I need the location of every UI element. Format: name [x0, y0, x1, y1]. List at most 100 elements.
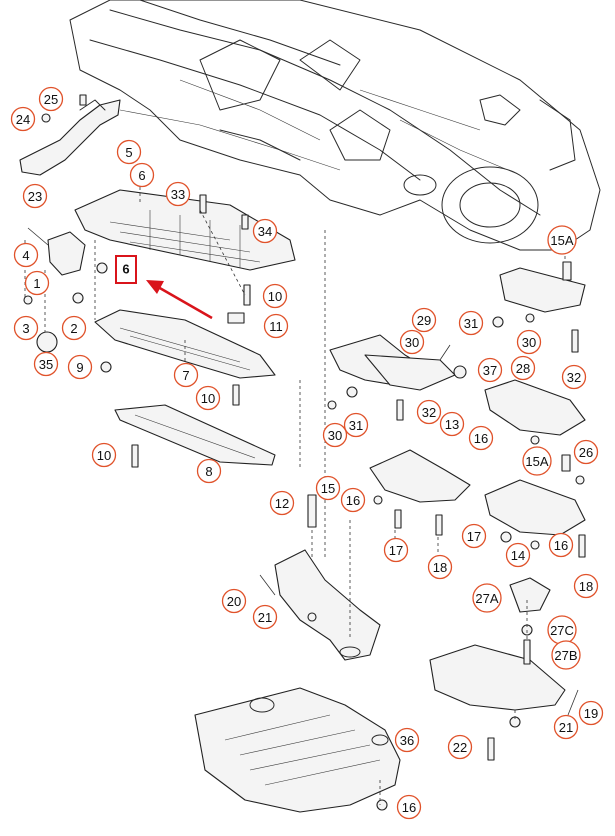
highlight-box: [115, 255, 137, 284]
callout-ring: [67, 354, 93, 380]
callout-33: 33: [165, 181, 191, 207]
callout-ring: [578, 700, 604, 726]
callout-ring: [472, 583, 502, 613]
callout-25: 25: [38, 86, 64, 112]
callout-label: 1: [33, 276, 40, 291]
callout-label: 30: [522, 335, 536, 350]
highlight-arrowhead: [146, 280, 164, 294]
callout-ring: [165, 181, 191, 207]
callout-ring: [173, 362, 199, 388]
callout-ring: [505, 542, 531, 568]
callout-label: 37: [483, 363, 497, 378]
callout-label: 4: [22, 248, 29, 263]
upper-undertray: [74, 189, 296, 271]
callout-ring: [343, 412, 369, 438]
callout-23: 23: [22, 183, 48, 209]
callout-8: 8: [196, 458, 222, 484]
right-middle-bracket: [484, 379, 586, 436]
lower-center-bracket: [274, 549, 381, 661]
callout-label: 10: [201, 391, 215, 406]
callout-label: 27B: [554, 648, 577, 663]
callout-label: 21: [258, 610, 272, 625]
right-upper-bracket: [499, 250, 586, 313]
left-bracket: [24, 227, 86, 353]
callout-27a: 27A: [472, 583, 502, 613]
callout-label: 16: [346, 493, 360, 508]
callout-label: 12: [275, 496, 289, 511]
callout-15a: 15A: [522, 446, 552, 476]
callout-ring: [468, 425, 494, 451]
callout-label: 36: [400, 733, 414, 748]
callout-label: 9: [76, 360, 83, 375]
callout-ring: [24, 270, 50, 296]
callout-5: 5: [116, 139, 142, 165]
callout-ring: [13, 315, 39, 341]
callout-ring: [396, 794, 422, 820]
callout-30: 30: [322, 422, 348, 448]
callout-ring: [61, 315, 87, 341]
callout-ring: [461, 523, 487, 549]
callout-ring: [573, 573, 599, 599]
callout-ring: [91, 442, 117, 468]
callout-11: 11: [263, 313, 289, 339]
callout-ring: [195, 385, 221, 411]
callout-29: 29: [411, 307, 437, 333]
callout-label: 27C: [550, 623, 574, 638]
callout-label: 11: [269, 319, 283, 334]
callout-label: 21: [559, 720, 573, 735]
callout-label: 29: [417, 313, 431, 328]
callout-ring: [269, 490, 295, 516]
callout-36: 36: [394, 727, 420, 753]
callout-18: 18: [427, 554, 453, 580]
callout-9: 9: [67, 354, 93, 380]
callout-ring: [10, 106, 36, 132]
callout-22: 22: [447, 734, 473, 760]
callout-label: 17: [467, 529, 481, 544]
callout-ring: [315, 475, 341, 501]
callout-label: 8: [205, 464, 212, 479]
callout-label: 18: [579, 579, 593, 594]
callout-label: 22: [453, 740, 467, 755]
callout-ring: [516, 329, 542, 355]
callout-32: 32: [416, 399, 442, 425]
callout-ring: [439, 411, 465, 437]
callout-16: 16: [396, 794, 422, 820]
callout-21: 21: [553, 714, 579, 740]
callout-label: 16: [402, 800, 416, 815]
callout-label: 10: [97, 448, 111, 463]
engine-splash-shield: [194, 687, 401, 813]
callout-label: 15A: [525, 454, 548, 469]
callout-label: 28: [516, 361, 530, 376]
callout-ring: [394, 727, 420, 753]
callout-ring: [522, 446, 552, 476]
callout-15a: 15A: [547, 225, 577, 255]
callout-30: 30: [516, 329, 542, 355]
callout-ring: [322, 422, 348, 448]
callout-ring: [38, 86, 64, 112]
callout-16: 16: [548, 532, 574, 558]
callout-1: 1: [24, 270, 50, 296]
lower-strip: [114, 404, 276, 466]
callout-ring: [548, 532, 574, 558]
callout-label: 20: [227, 594, 241, 609]
callout-27b: 27B: [551, 640, 581, 670]
callout-ring: [383, 537, 409, 563]
callout-ring: [553, 714, 579, 740]
callout-37: 37: [477, 357, 503, 383]
callout-label: 2: [70, 321, 77, 336]
small-bracket: [509, 577, 551, 613]
callout-26: 26: [573, 439, 599, 465]
callout-7: 7: [173, 362, 199, 388]
callout-ring: [196, 458, 222, 484]
callout-16: 16: [468, 425, 494, 451]
callout-ring: [551, 640, 581, 670]
callout-label: 14: [511, 548, 525, 563]
callout-18: 18: [573, 573, 599, 599]
callout-label: 15: [321, 481, 335, 496]
highlight-arrow: [157, 285, 213, 320]
callout-4: 4: [13, 242, 39, 268]
callout-label: 30: [405, 335, 419, 350]
callout-35: 35: [33, 351, 59, 377]
